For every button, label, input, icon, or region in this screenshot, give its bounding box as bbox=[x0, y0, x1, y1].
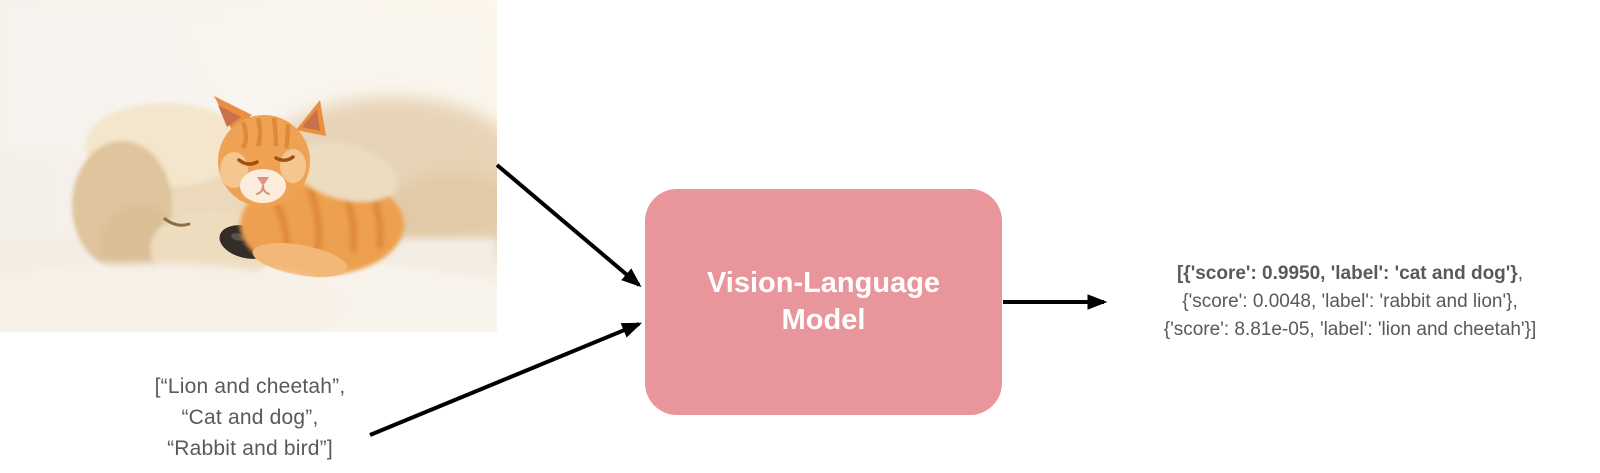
candidate-label-line-3: “Rabbit and bird”] bbox=[167, 437, 333, 460]
puppy-closed-eye bbox=[163, 217, 191, 227]
input-image bbox=[0, 0, 497, 332]
output-line-2: {'score': 0.0048, 'label': 'rabbit and l… bbox=[1182, 291, 1518, 312]
kitten bbox=[214, 96, 404, 277]
output-line-1-comma: , bbox=[1517, 263, 1523, 284]
blanket-foreground bbox=[0, 263, 350, 332]
output-line-1: [{'score': 0.9950, 'label': 'cat and dog… bbox=[1108, 260, 1592, 288]
model-label-line-2: Model bbox=[781, 304, 866, 336]
output-text: [{'score': 0.9950, 'label': 'cat and dog… bbox=[1108, 260, 1592, 344]
candidate-labels-text: [“Lion and cheetah”, “Cat and dog”, “Rab… bbox=[60, 371, 440, 464]
kitten-body-stripes bbox=[271, 186, 384, 260]
candidate-label-line-1: [“Lion and cheetah”, bbox=[154, 375, 346, 398]
model-box: Vision-Language Model bbox=[645, 189, 1002, 415]
pets-photo-illustration bbox=[0, 0, 497, 332]
dog-ear-over-kitten bbox=[292, 141, 398, 203]
kitten-nose bbox=[257, 177, 269, 186]
output-top-score: [{'score': 0.9950, 'label': 'cat and dog… bbox=[1176, 263, 1518, 284]
kitten-closed-eye-left bbox=[237, 158, 259, 166]
kitten-forehead-stripes bbox=[240, 117, 291, 150]
candidate-label-line-2: “Cat and dog”, bbox=[181, 406, 319, 429]
arrow-image-to-model bbox=[495, 163, 642, 288]
output-line-3: {'score': 8.81e-05, 'label': 'lion and c… bbox=[1163, 319, 1537, 340]
kitten-front-paw bbox=[252, 243, 348, 277]
model-label-line-1: Vision-Language bbox=[706, 267, 941, 299]
kitten-closed-eye-right bbox=[274, 155, 295, 162]
